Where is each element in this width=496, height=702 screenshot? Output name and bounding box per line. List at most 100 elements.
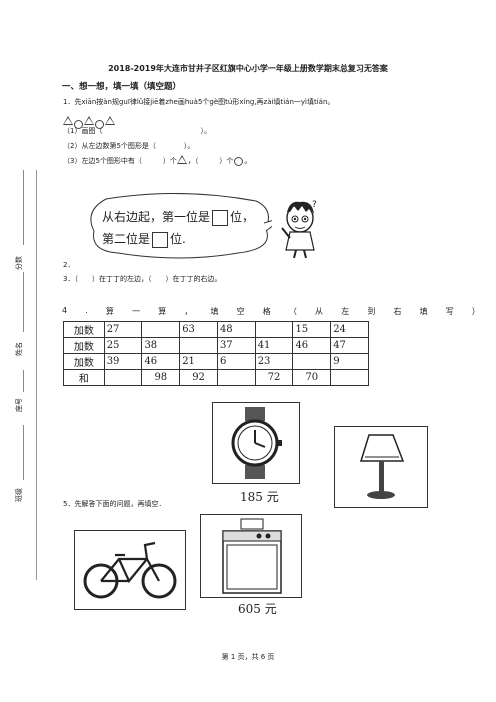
table-cell: 70 [292,369,332,386]
boy-icon: ? [281,200,317,258]
bicycle-picture [74,530,186,610]
speech-line-2-b: 位. [170,232,186,246]
table-cell: 98 [141,369,181,386]
question-4-char: 填 [210,307,219,316]
question-4-char: 4 [62,306,68,315]
table-cell: 23 [254,353,294,370]
table-cell: 37 [216,337,256,354]
speech-text: 从右边起，第一位是 位， 第二位是 位. [102,206,254,250]
lamp-icon [359,434,405,499]
score-blank [23,170,24,245]
question-4-char: 写 [445,307,454,316]
triangle-icon [176,155,187,164]
seat-label: 座号 [15,398,23,412]
table-cell: 46 [141,353,181,370]
question-2-text: 2． [63,261,75,269]
question-1-sub3-part-a: （3）左边5个图形中有（ ）个 [63,157,177,165]
table-cell: 63 [179,321,218,338]
table-cell [179,337,218,354]
question-4-char: 算 [105,307,114,316]
speech-line-1: 从右边起，第一位是 位， [102,206,254,228]
name-label: 姓名 [15,342,23,356]
question-4-char: 算 [158,307,167,316]
question-4-char: 到 [367,307,376,316]
shape-sequence [63,110,116,129]
table-cell: 27 [103,321,143,338]
table-cell: 48 [216,321,256,338]
name-blank [23,272,24,332]
question-1-sub3-part-b: ，（ ）个 [187,157,234,165]
row-header-cell: 和 [63,369,105,386]
question-4-char: 右 [393,307,402,316]
table-cell: 46 [292,337,332,354]
speech-line-2-a: 第二位是 [102,232,151,246]
question-4-char: ） [471,307,480,316]
row-header-cell: 加数 [63,337,105,354]
svg-text:?: ? [312,200,317,210]
table-cell: 15 [292,321,332,338]
row-header-cell: 加数 [63,321,105,338]
question-4-char: 格 [262,307,271,316]
page-title: 2018-2019年大连市甘井子区红旗中心小学一年级上册数学期末总复习无答案 [108,64,388,73]
question-1-sub2: （2）从左边数第5个图形是（ ）。 [63,142,195,150]
table-cell: 9 [330,353,369,370]
table-cell: 6 [216,353,256,370]
table-cell: 25 [103,337,143,354]
lamp-picture [334,426,428,508]
table-cell: 72 [254,369,294,386]
question-4-char: 空 [236,307,245,316]
speech-bubble [90,193,272,259]
question-4-char: （ [288,307,297,316]
section-heading: 一、想一想，填一填（填空题） [62,82,182,92]
question-4-char: 左 [341,307,350,316]
bicycle-icon [83,541,177,599]
question-3-text: 3．（ ）在丁丁的左边，（ ）在丁丁的右边。 [63,275,222,283]
binding-line [36,170,37,580]
table-cell [103,369,143,386]
question-4-char: ， [184,307,193,316]
washer-price: 605 元 [238,602,277,616]
circle-icon [95,120,104,129]
triangle-icon [105,116,115,125]
triangle-icon [63,116,73,125]
class-blank [23,425,24,480]
question-4-char: 一 [132,307,141,316]
question-4-char: . [85,306,88,315]
question-4-char: 从 [315,307,324,316]
circle-icon [74,120,83,129]
washer-picture [200,514,302,598]
table-cell [254,321,294,338]
question-1-sub3: （3）左边5个图形中有（ ）个 ，（ ）个 。 [63,155,251,166]
table-cell [292,353,332,370]
washing-machine-icon [222,518,282,594]
table-cell: 41 [254,337,294,354]
question-4-heading: 4. 算 一 算 ， 填 空 格 （ 从 左 到 右 填 写 ） [62,306,480,317]
score-label: 分数 [15,256,23,270]
table-cell [216,369,256,386]
page-footer: 第 1 页，共 6 页 [221,653,275,661]
table-cell: 24 [330,321,369,338]
question-4-char: 填 [419,307,428,316]
speech-line-2: 第二位是 位. [102,228,254,250]
answer-box [152,231,169,248]
speech-line-1-a: 从右边起，第一位是 [102,210,211,224]
question-5-text: 5．先解答下面的问题，再填空． [63,500,166,508]
table-cell [141,321,181,338]
watch-price: 185 元 [240,490,279,504]
speech-line-1-b: 位， [230,210,255,224]
table-cell: 38 [141,337,181,354]
question-1-sub1: （1）画图（ ）。 [63,127,211,135]
circle-icon [234,157,244,166]
watch-picture [212,402,300,484]
table-cell: 47 [330,337,369,354]
question-1-sub3-part-c: 。 [244,157,252,165]
watch-icon [231,407,282,479]
row-header-cell: 加数 [63,353,105,370]
class-label: 班级 [15,488,23,502]
table-cell: 39 [103,353,143,370]
table-cell: 92 [179,369,218,386]
